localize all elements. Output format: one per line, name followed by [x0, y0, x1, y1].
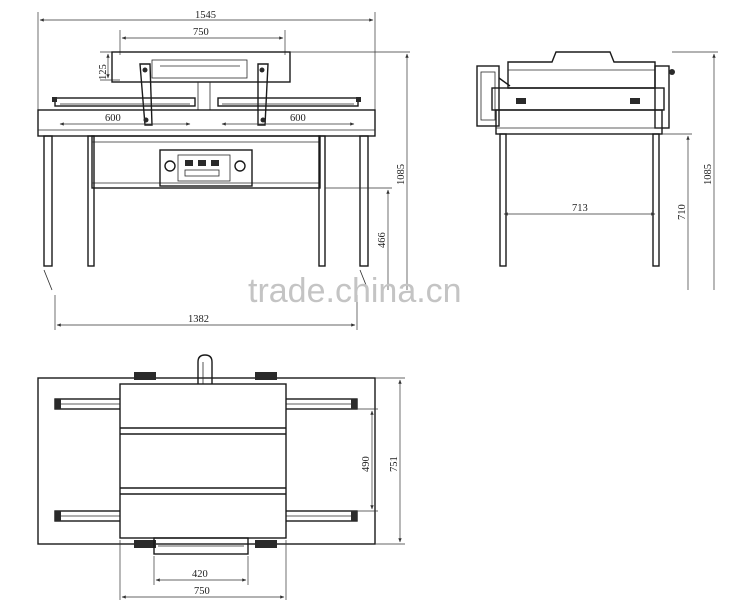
- dim-chamber-left: 600: [59, 113, 191, 126]
- dim-label-top-lid-width: 750: [194, 586, 210, 597]
- dim-top-lid-width: 750: [119, 540, 287, 600]
- dim-leg-span: 1382: [54, 295, 358, 330]
- front-view: 1545 750 125: [37, 10, 410, 330]
- dim-label-leg-span: 1382: [188, 314, 209, 325]
- dim-seal-spacing: 490: [357, 408, 378, 512]
- top-handle: [197, 354, 213, 384]
- dim-label-overall-width: 1545: [195, 10, 216, 21]
- control-panel: [159, 149, 253, 187]
- side-view: 713 710 1085: [476, 51, 718, 290]
- dim-label-table-height: 710: [677, 204, 688, 220]
- front-chambers: [52, 97, 361, 107]
- side-lid: [476, 51, 675, 129]
- dim-overall-width: 1545: [37, 10, 376, 110]
- top-table-outline: [37, 377, 376, 545]
- dim-overall-depth: 751: [375, 377, 405, 545]
- front-legs: [43, 135, 369, 291]
- dim-label-chamber-right: 600: [290, 113, 306, 124]
- top-lid: [119, 372, 287, 555]
- dim-label-table-depth: 713: [572, 203, 588, 214]
- dim-label-overall-depth: 751: [389, 456, 400, 472]
- side-table: [491, 87, 665, 267]
- dim-table-depth: 713: [503, 203, 656, 216]
- dim-label-chamber-left: 600: [105, 113, 121, 124]
- dim-leg-height: 466: [325, 187, 392, 290]
- dim-label-total-height: 1085: [396, 164, 407, 185]
- dim-lid-height: 125: [98, 51, 120, 81]
- dim-label-side-total-height: 1085: [703, 164, 714, 185]
- front-table: [37, 109, 376, 189]
- dim-label-leg-height: 466: [377, 232, 388, 248]
- dim-lid-width: 750: [119, 27, 286, 55]
- dim-total-height: 1085: [290, 51, 410, 290]
- top-view: 490 751 420 750: [37, 354, 405, 600]
- dim-table-height: 710: [662, 133, 692, 290]
- dim-label-lid-height: 125: [98, 64, 109, 80]
- dim-inner-width: 420: [153, 556, 249, 585]
- watermark: trade.china.cn: [248, 272, 462, 310]
- dim-label-inner-width: 420: [192, 569, 208, 580]
- dim-label-seal-spacing: 490: [361, 456, 372, 472]
- front-lid: [111, 51, 291, 126]
- dim-chamber-right: 600: [221, 113, 355, 126]
- dim-side-total-height: 1085: [672, 51, 718, 290]
- power-switch-icon: [164, 160, 176, 172]
- dim-label-lid-width: 750: [193, 27, 209, 38]
- knob-icon: [234, 160, 246, 172]
